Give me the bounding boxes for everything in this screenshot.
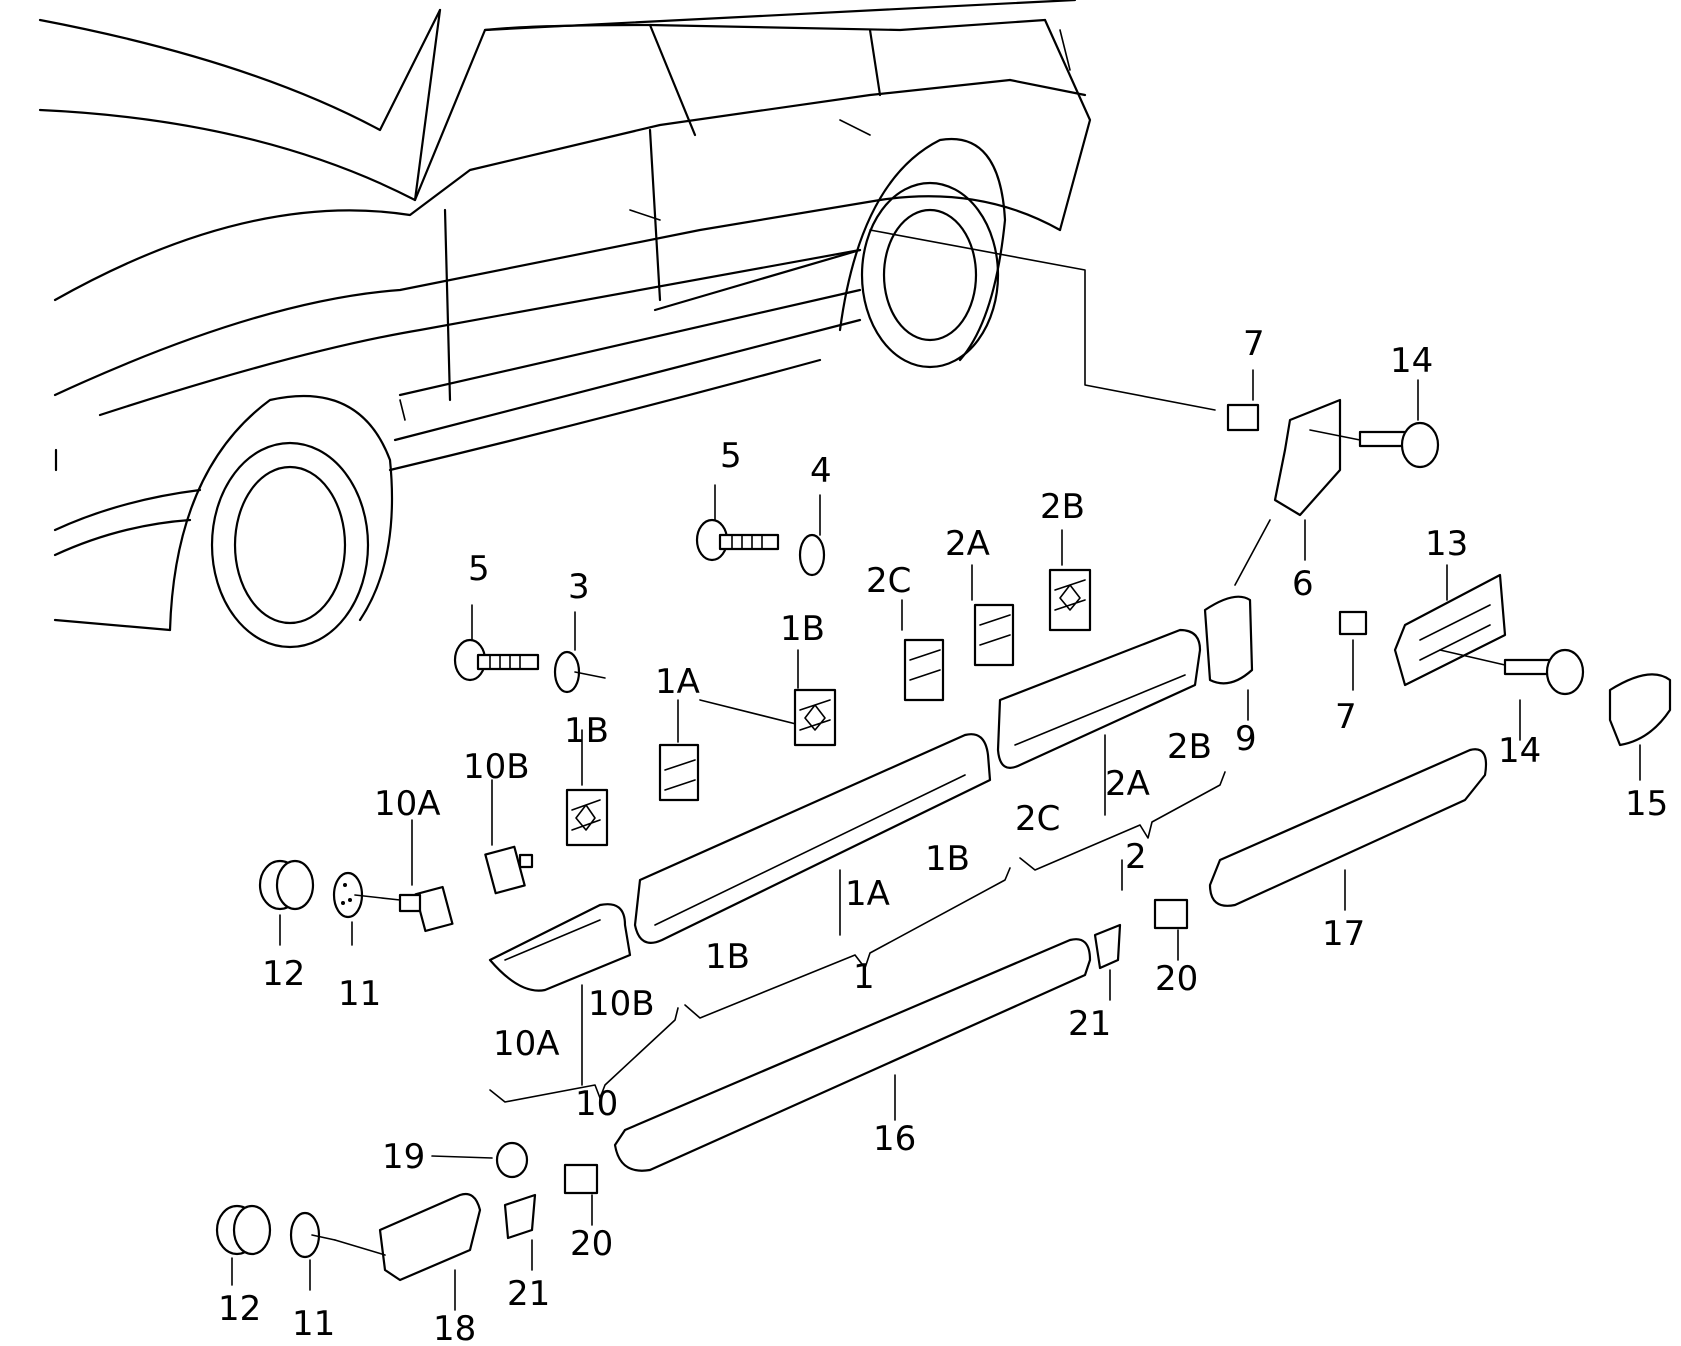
part-20-clip-lower (563, 1163, 599, 1226)
callout-7: 7 (1243, 324, 1265, 364)
part-19-pin (431, 1141, 529, 1179)
callout-2: 2 (1125, 837, 1147, 877)
callout-2B: 2B (1167, 727, 1212, 767)
callout-2C: 2C (866, 561, 911, 601)
part-15-end-piece (1608, 673, 1672, 781)
part-1-molding (633, 733, 992, 944)
part-7-clip-lower (1338, 610, 1368, 691)
part-17-sill-cover (1208, 748, 1488, 911)
part-9-end-cap (1203, 595, 1254, 721)
callout-21: 21 (507, 1274, 550, 1314)
part-5-bolt-lower (453, 604, 540, 682)
callout-1B: 1B (705, 937, 750, 977)
callout-14: 14 (1498, 731, 1541, 771)
part-11-lower-washer (289, 1211, 336, 1291)
callout-12: 12 (218, 1289, 261, 1329)
part-20-clip-right (1153, 898, 1189, 961)
part-16-sill-cover (613, 938, 1092, 1172)
part-2A-clip (971, 564, 1015, 667)
part-2-molding (996, 628, 1202, 816)
callout-11: 11 (292, 1304, 335, 1341)
part-1B-clip-upper (793, 649, 837, 747)
part-10B-clip (484, 779, 534, 895)
part-5-bolt-upper (695, 484, 780, 562)
part-2C-clip (901, 599, 945, 702)
callout-7: 7 (1335, 697, 1357, 737)
callout-10B: 10B (588, 984, 655, 1024)
part-12-upper-grommet (258, 859, 315, 946)
part-10-molding (488, 903, 632, 1086)
callout-5: 5 (468, 549, 490, 589)
callout-21: 21 (1068, 1004, 1111, 1044)
callout-9: 9 (1235, 719, 1257, 759)
callout-6: 6 (1292, 564, 1314, 604)
part-1B-clip-left (565, 729, 609, 847)
callout-2C: 2C (1015, 799, 1060, 839)
callout-10B: 10B (463, 747, 530, 787)
part-14-screw-lower (1439, 648, 1585, 741)
part-21-clip-lower (503, 1193, 537, 1271)
callout-10A: 10A (493, 1024, 560, 1064)
callout-labels: 5 4 2B 2A 2C 5 3 1B 1A 1B 10B 10A 7 14 6… (218, 324, 1668, 1346)
callout-10A: 10A (374, 784, 441, 824)
part-14-screw-upper (1309, 379, 1440, 469)
callout-11: 11 (338, 974, 381, 1014)
callout-15: 15 (1625, 784, 1668, 824)
part-6-bracket (1234, 398, 1342, 586)
callout-16: 16 (873, 1119, 916, 1159)
part-11-upper-washer (332, 871, 401, 946)
part-4-washer (798, 494, 826, 577)
callout-4: 4 (810, 451, 832, 491)
part-12-lower-grommet (215, 1204, 272, 1286)
callout-13: 13 (1425, 524, 1468, 564)
part-3-washer (553, 611, 606, 694)
callout-2A: 2A (1105, 764, 1150, 804)
part-1A-clip (658, 699, 801, 802)
callout-1B: 1B (564, 711, 609, 751)
callout-1B: 1B (780, 609, 825, 649)
group-brackets (489, 771, 1226, 1103)
callout-10: 10 (575, 1084, 618, 1124)
callout-1: 1 (853, 957, 875, 997)
callout-12: 12 (262, 954, 305, 994)
callout-17: 17 (1322, 914, 1365, 954)
callout-1A: 1A (845, 874, 890, 914)
callout-20: 20 (1155, 959, 1198, 999)
callout-14: 14 (1390, 341, 1433, 381)
callout-2A: 2A (945, 524, 990, 564)
car-body-outline (38, 0, 1216, 649)
callout-18: 18 (433, 1309, 476, 1341)
callout-1A: 1A (655, 662, 700, 702)
part-21-clip-right (1093, 923, 1122, 1001)
callout-1B: 1B (925, 839, 970, 879)
callout-3: 3 (568, 567, 590, 607)
part-10A-clip (398, 819, 454, 933)
callout-19: 19 (382, 1137, 425, 1177)
callout-5: 5 (720, 436, 742, 476)
part-7-clip-upper (1226, 369, 1260, 432)
part-2B-clip (1048, 529, 1092, 632)
part-13-bracket (1393, 564, 1507, 687)
callout-2B: 2B (1040, 487, 1085, 527)
part-18-end-cover (334, 1192, 482, 1311)
callout-20: 20 (570, 1224, 613, 1264)
